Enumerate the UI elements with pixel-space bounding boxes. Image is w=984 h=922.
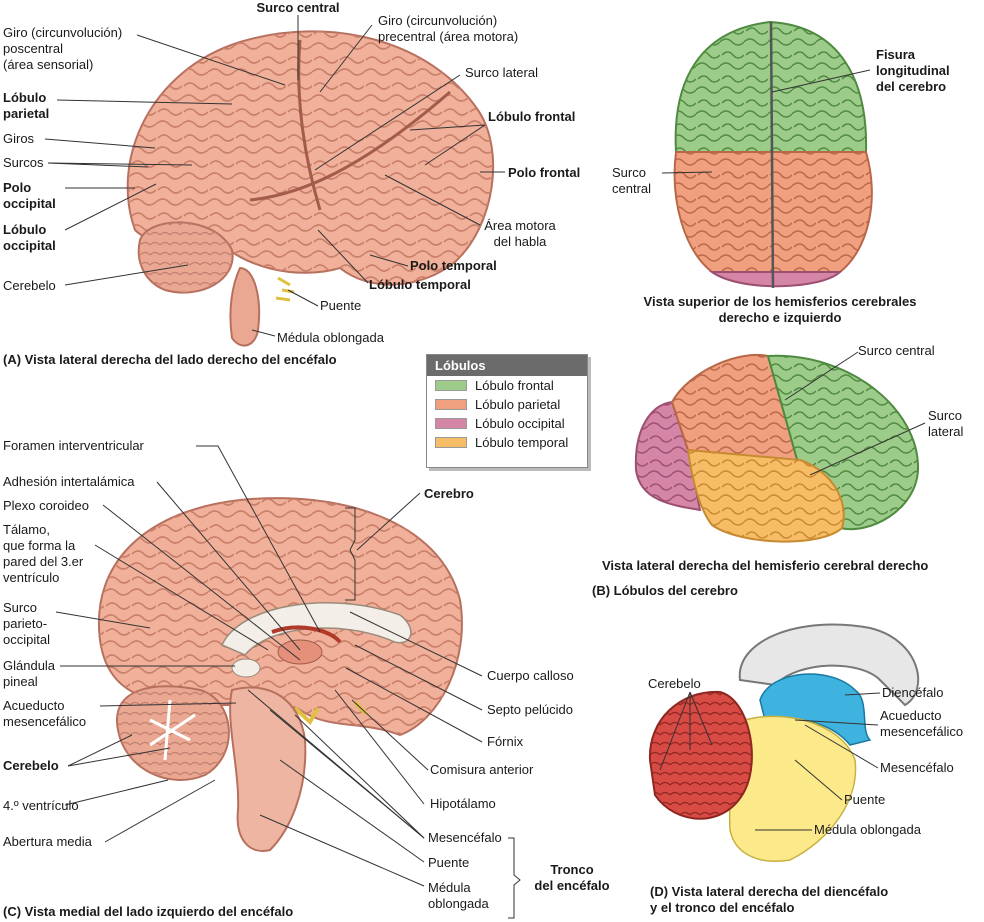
- label-lobulo-parietal-a: Lóbulo parietal: [3, 90, 50, 121]
- panel-b-lateral: [634, 353, 920, 543]
- label-lobulo-occipital-a: Lóbulo occipital: [3, 222, 56, 253]
- panel-d-diagram: [648, 623, 920, 862]
- label-surco-central-lateral: Surco central: [858, 343, 935, 358]
- label-cuarto-ventriculo: 4.º ventrículo: [3, 798, 79, 813]
- label-hipotalamo: Hipotálamo: [430, 796, 496, 811]
- caption-panel-a: (A) Vista lateral derecha del lado derec…: [3, 352, 337, 367]
- label-cerebelo-c: Cerebelo: [3, 758, 59, 773]
- brainstem-a: [229, 266, 261, 347]
- legend-label: Lóbulo occipital: [475, 416, 565, 431]
- label-area-motora-habla: Área motora del habla: [484, 218, 556, 249]
- label-plexo: Plexo coroideo: [3, 498, 89, 513]
- label-adhesion: Adhesión intertalámica: [3, 474, 135, 489]
- label-giros: Giros: [3, 131, 35, 146]
- caption-panel-d: (D) Vista lateral derecha del diencéfalo…: [650, 884, 889, 915]
- label-medula-a: Médula oblongada: [277, 330, 384, 345]
- label-abertura-media: Abertura media: [3, 834, 92, 849]
- label-comisura-anterior: Comisura anterior: [430, 762, 534, 777]
- label-septo-pelucido: Septo pelúcido: [487, 702, 574, 717]
- label-fisura-longitudinal: Fisura longitudinal del cerebro: [876, 47, 950, 94]
- caption-superior-view: Vista superior de los hemisferios cerebr…: [643, 294, 917, 325]
- label-acueducto-c: Acueducto mesencefálico: [3, 698, 87, 729]
- legend-item: Lóbulo frontal: [427, 376, 587, 395]
- panel-a-leaders: [44, 15, 505, 337]
- label-tronco-encefalo: Tronco del encéfalo: [534, 862, 610, 893]
- panel-b-superior: [673, 20, 873, 289]
- label-glandula-pineal: Glándula pineal: [3, 658, 56, 689]
- legend-swatch: [435, 380, 467, 391]
- label-puente-c: Puente: [428, 855, 470, 870]
- label-giro-precentral: Giro (circunvolución) precentral (área m…: [378, 13, 519, 44]
- legend-swatch: [435, 418, 467, 429]
- label-cerebro: Cerebro: [424, 486, 474, 501]
- label-foramen: Foramen interventricular: [3, 438, 144, 453]
- legend-swatch: [435, 399, 467, 410]
- legend-item: Lóbulo temporal: [427, 433, 587, 452]
- panel-a-brain: [126, 30, 495, 347]
- caption-panel-c: (C) Vista medial del lado izquierdo del …: [3, 904, 294, 919]
- label-puente-d: Puente: [844, 792, 886, 807]
- legend-item: Lóbulo parietal: [427, 395, 587, 414]
- label-diencefalo: Diencéfalo: [882, 685, 944, 700]
- label-cerebelo-d: Cerebelo: [648, 676, 701, 691]
- label-puente-a: Puente: [320, 298, 362, 313]
- legend-item: Lóbulo occipital: [427, 414, 587, 433]
- label-lobulo-temporal-a: Lóbulo temporal: [369, 277, 471, 292]
- corpus-callosum: [221, 602, 412, 656]
- legend-title: Lóbulos: [427, 355, 587, 376]
- panel-c-leaders: [55, 445, 521, 919]
- caption-lateral-lobes: Vista lateral derecha del hemisferio cer…: [602, 558, 929, 573]
- label-fornix: Fórnix: [487, 734, 524, 749]
- label-medula-c: Médula oblongada: [428, 880, 489, 911]
- label-surco-lateral-b: Surco lateral: [928, 408, 964, 439]
- label-medula-d: Médula oblongada: [814, 822, 921, 837]
- legend-label: Lóbulo frontal: [475, 378, 554, 393]
- label-talamo: Tálamo, que forma la pared del 3.er vent…: [3, 522, 84, 585]
- superior-occipital: [708, 271, 843, 288]
- label-surco-lateral-a: Surco lateral: [465, 65, 538, 80]
- legend-label: Lóbulo temporal: [475, 435, 569, 450]
- label-surco-central-a: Surco central: [256, 0, 340, 15]
- corpus-callosum-d: [738, 623, 920, 707]
- label-cerebelo-a: Cerebelo: [3, 278, 56, 293]
- legend-label: Lóbulo parietal: [475, 397, 561, 412]
- label-surcos: Surcos: [3, 155, 44, 170]
- panel-b-lateral-leaders: [784, 351, 926, 476]
- label-polo-frontal: Polo frontal: [508, 165, 581, 180]
- label-surco-central-superior: Surco central: [612, 165, 652, 196]
- label-giro-poscentral: Giro (circunvolución) poscentral (área s…: [3, 25, 123, 72]
- label-polo-occipital: Polo occipital: [3, 180, 56, 211]
- panel-c-brain: [97, 497, 463, 852]
- label-acueducto-d: Acueducto mesencefálico: [880, 708, 964, 739]
- label-surco-parieto-occipital: Surco parieto- occipital: [3, 600, 50, 647]
- label-mesencefalo-c: Mesencéfalo: [428, 830, 502, 845]
- label-polo-temporal: Polo temporal: [410, 258, 497, 273]
- label-lobulo-frontal-a: Lóbulo frontal: [488, 109, 576, 124]
- panel-d-leaders: [659, 691, 881, 831]
- brainstem-c: [229, 686, 307, 852]
- label-cuerpo-calloso: Cuerpo calloso: [487, 668, 574, 683]
- label-mesencefalo-d: Mesencéfalo: [880, 760, 954, 775]
- caption-panel-b: (B) Lóbulos del cerebro: [592, 583, 738, 598]
- panel-b-superior-leaders: [661, 69, 871, 174]
- legend-swatch: [435, 437, 467, 448]
